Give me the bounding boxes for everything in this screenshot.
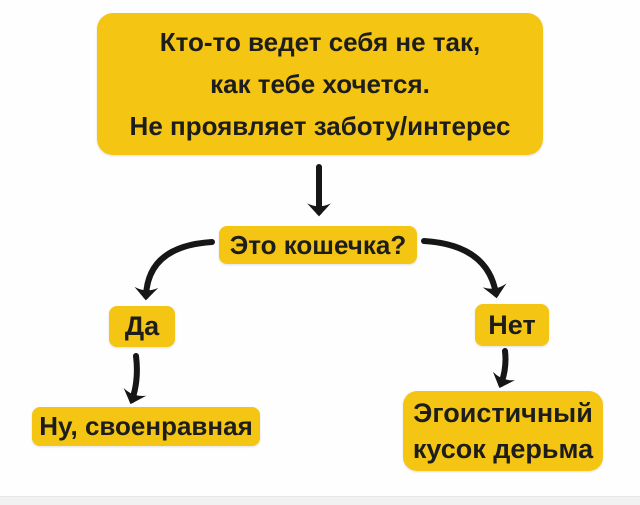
question-box: Это кошечка? — [219, 226, 417, 264]
result-no-line1: Эгоистичный — [413, 398, 593, 428]
result-no-line2: кусок дерьма — [412, 434, 594, 464]
answer-no-label: Нет — [488, 309, 536, 340]
root-statement-line3: Не проявляет заботу/интерес — [129, 111, 511, 141]
answer-yes-box: Да — [109, 306, 175, 347]
arrow-question-to-yes — [134, 239, 215, 301]
arrow-question-to-no — [421, 238, 507, 299]
arrow-yes-to-result — [123, 353, 147, 405]
root-statement-line2: как тебе хочется. — [210, 69, 430, 99]
answer-no-box: Нет — [475, 304, 549, 346]
answer-yes-label: Да — [124, 311, 160, 341]
root-statement-line1: Кто-то ведет себя не так, — [159, 27, 481, 57]
root-statement-box: Кто-то ведет себя не так, как тебе хочет… — [97, 13, 543, 155]
bottom-edge-strip — [0, 496, 640, 505]
question-label: Это кошечка? — [229, 230, 407, 260]
result-no-box: Эгоистичный кусок дерьма — [403, 391, 603, 471]
arrow-no-to-result — [492, 348, 516, 389]
result-yes-label: Ну, своенравная — [39, 411, 253, 441]
result-yes-box: Ну, своенравная — [32, 407, 260, 446]
